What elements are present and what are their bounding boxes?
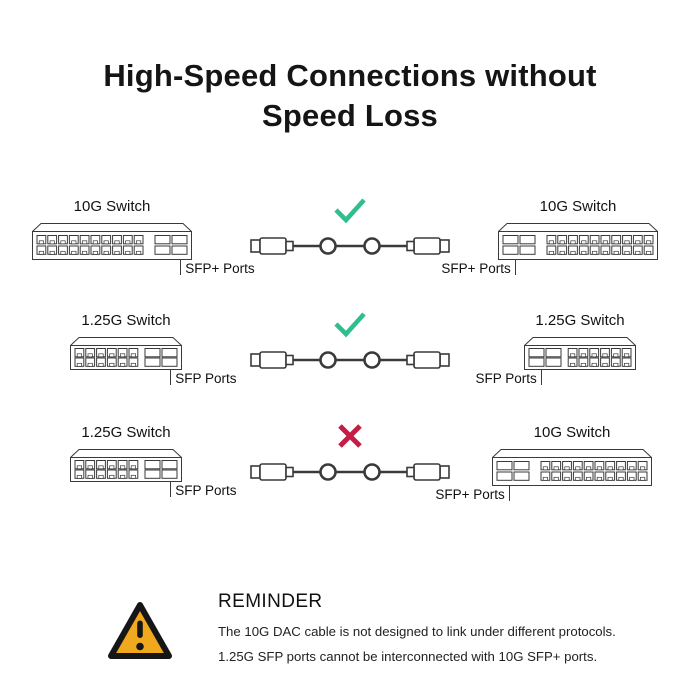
switch-group-left: 1.25G Switch SFP Ports (70, 312, 236, 385)
switch-type-label: 1.25G Switch (81, 424, 171, 441)
switch-type-label: 1.25G Switch (535, 312, 625, 329)
reminder-text-block: REMINDER The 10G DAC cable is not design… (218, 588, 616, 673)
sfp-ports-callout: SFP+ Ports (180, 260, 255, 275)
callout-line (180, 260, 182, 275)
switch-group-right: 1.25G Switch SFP Ports (476, 312, 636, 385)
page-title: High-Speed Connections without Speed Los… (103, 58, 597, 134)
warning-triangle-icon (106, 600, 174, 662)
port-label: SFP+ Ports (441, 260, 511, 276)
callout-line (508, 486, 510, 501)
switch-group-right: 10G Switch SFP+ Ports (435, 424, 652, 501)
switch-illustration (70, 448, 182, 482)
result-indicator (329, 195, 371, 225)
sfp-ports-callout: SFP Ports (170, 370, 236, 385)
sfp-ports-callout: SFP Ports (476, 370, 542, 385)
cross-icon (338, 424, 362, 448)
reminder-text-line: The 10G DAC cable is not designed to lin… (218, 624, 616, 639)
switch-type-label: 1.25G Switch (81, 312, 171, 329)
sfp-ports-callout: SFP Ports (170, 482, 236, 497)
connection-center (242, 309, 458, 376)
reminder-section: REMINDER The 10G DAC cable is not design… (106, 588, 616, 673)
switch-type-label: 10G Switch (539, 198, 617, 215)
check-icon (334, 198, 366, 224)
dac-cable-illustration (250, 463, 450, 481)
switch-illustration (32, 222, 192, 260)
port-label: SFP+ Ports (435, 486, 505, 502)
port-label: SFP Ports (175, 370, 237, 386)
dac-cable-illustration (250, 351, 450, 369)
switch-illustration (70, 336, 182, 370)
connection-center (242, 421, 458, 488)
check-icon (334, 312, 366, 338)
sfp-ports-callout: SFP+ Ports (441, 260, 516, 275)
switch-group-left: 1.25G Switch SFP Ports (70, 424, 236, 497)
sfp-ports-callout: SFP+ Ports (435, 486, 510, 501)
switch-type-label: 10G Switch (73, 198, 151, 215)
callout-line (540, 370, 542, 385)
result-indicator (329, 309, 371, 339)
callout-line (170, 370, 172, 385)
switch-illustration (524, 336, 636, 370)
switch-illustration (492, 448, 652, 486)
result-indicator (335, 421, 365, 451)
port-label: SFP Ports (475, 370, 537, 386)
port-label: SFP Ports (175, 482, 237, 498)
reminder-text-line: 1.25G SFP ports cannot be interconnected… (218, 648, 598, 664)
callout-line (514, 260, 516, 275)
switch-illustration (498, 222, 658, 260)
connection-center (242, 195, 458, 262)
port-label: SFP+ Ports (185, 260, 255, 276)
switch-group-right: 10G Switch SFP+ Ports (441, 198, 658, 275)
switch-group-left: 10G Switch SFP+ Ports (32, 198, 255, 275)
reminder-title: REMINDER (218, 591, 323, 612)
dac-cable-illustration (250, 237, 450, 255)
switch-type-label: 10G Switch (533, 424, 611, 441)
callout-line (170, 482, 172, 497)
